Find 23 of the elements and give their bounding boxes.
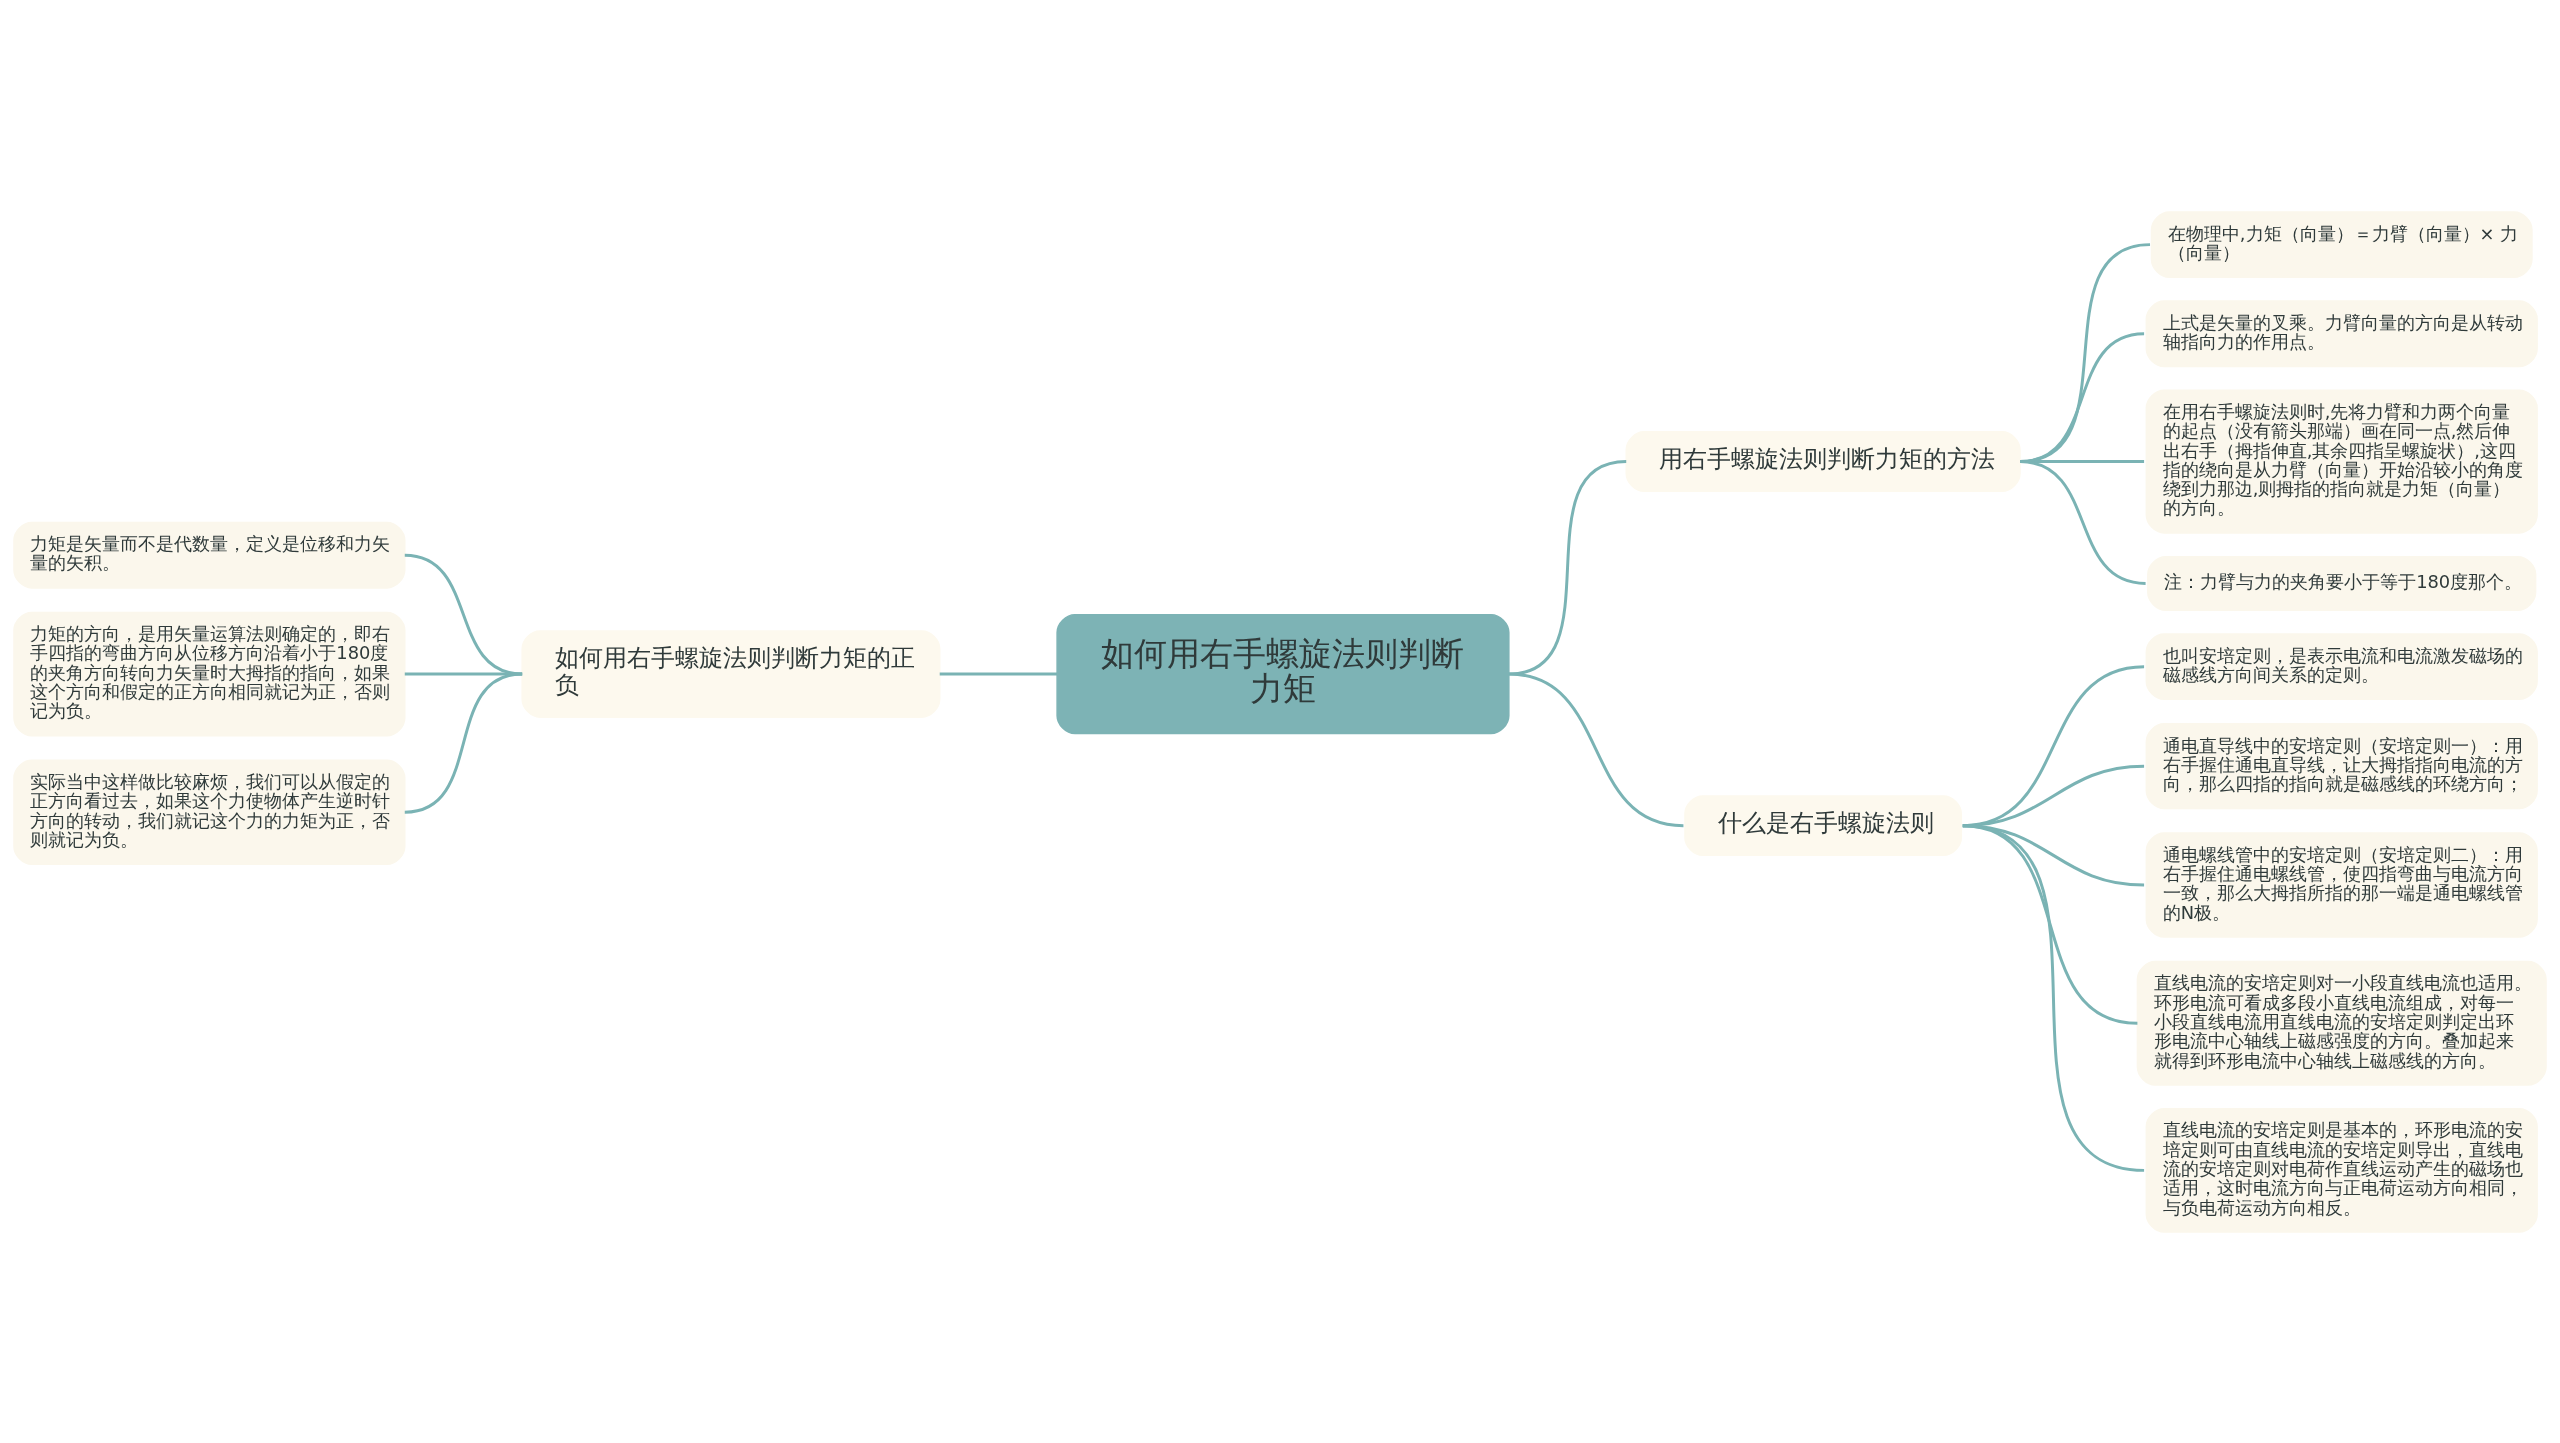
node-box: 在用右手螺旋法则时,先将力臂和力两个向量的起点（没有箭头那端）画在同一点,然后伸出右手（拇指伸直,其余四指呈螺旋状）,这四指的绕向是从力臂（向量）开始沿较小的角度绕到力那边,则拇指的指向就是力矩（向量）的方向。 [2145, 389, 2538, 534]
node-box: 力矩是矢量而不是代数量，定义是位移和力矢量的矢积。 [13, 521, 406, 589]
node-box: 用右手螺旋法则判断力矩的方法 [1625, 430, 2021, 492]
node-box: 什么是右手螺旋法则 [1684, 794, 1963, 856]
node-box: 注：力臂与力的夹角要小于等于180度那个。 [2147, 555, 2537, 611]
node-box: 如何用右手螺旋法则判断力矩的正负 [521, 629, 941, 718]
node-box: 也叫安培定则，是表示电流和电流激发磁场的磁感线方向间关系的定则。 [2145, 632, 2538, 700]
node-box: 实际当中这样做比较麻烦，我们可以从假定的正方向看过去，如果这个力使物体产生逆时针方向的转动，我们就记这个力的力矩为正，否则就记为负。 [13, 759, 406, 865]
node-box: 直线电流的安培定则是基本的，环形电流的安培定则可由直线电流的安培定则导出，直线电流的安培定则对电荷作直线运动产生的磁场也适用，这时电流方向与正电荷运动方向相同，与负电荷运动方向相反。 [2145, 1107, 2538, 1233]
connector [404, 672, 523, 814]
node-box: 上式是矢量的叉乘。力臂向量的方向是从转动轴指向力的作用点。 [2145, 299, 2538, 367]
connector [1962, 823, 2145, 1172]
node-box: 如何用右手螺旋法则判断力矩 [1056, 613, 1510, 734]
connector [404, 553, 523, 676]
connector [1508, 672, 1684, 827]
connector [2019, 459, 2146, 585]
connector [939, 672, 1058, 676]
node-box: 直线电流的安培定则对一小段直线电流也适用。环形电流可看成多段小直线电流组成，对每一小段直线电流用直线电流的安培定则判定出环形电流中心轴线上磁感强度的方向。叠加起来就得到环形电流中心轴线上磁感线的方向。 [2136, 960, 2547, 1086]
node-box: 在物理中,力矩（向量）＝力臂（向量）× 力（向量） [2150, 210, 2533, 278]
node-box: 通电螺线管中的安培定则（安培定则二）：用右手握住通电螺线管，使四指弯曲与电流方向一致，那么大拇指所指的那一端是通电螺线管的N极。 [2145, 831, 2538, 938]
node-box: 力矩的方向，是用矢量运算法则确定的，即右手四指的弯曲方向从位移方向沿着小于180度的夹角方向转向力矢量时大拇指的指向，如果这个方向和假定的正方向相同就记为正，否则记为负。 [13, 611, 406, 736]
connector [1508, 459, 1627, 676]
node-box: 通电直导线中的安培定则（安培定则一）：用右手握住通电直导线，让大拇指指向电流的方向，那么四指的指向就是磁感线的环绕方向； [2145, 722, 2538, 809]
